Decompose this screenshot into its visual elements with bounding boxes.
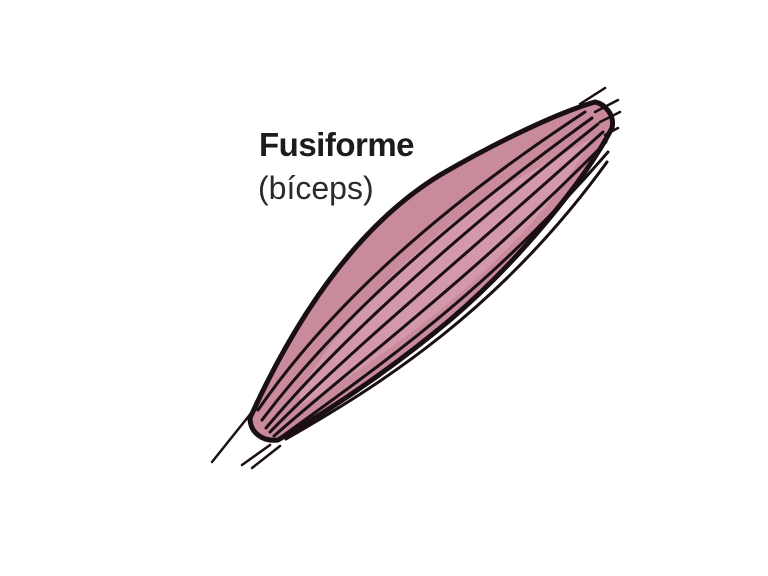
tendons (210, 86, 622, 470)
muscle-type-label: Fusiforme (259, 126, 415, 163)
muscle-example-label: (bíceps) (258, 170, 374, 206)
muscle-fibers (256, 110, 610, 441)
